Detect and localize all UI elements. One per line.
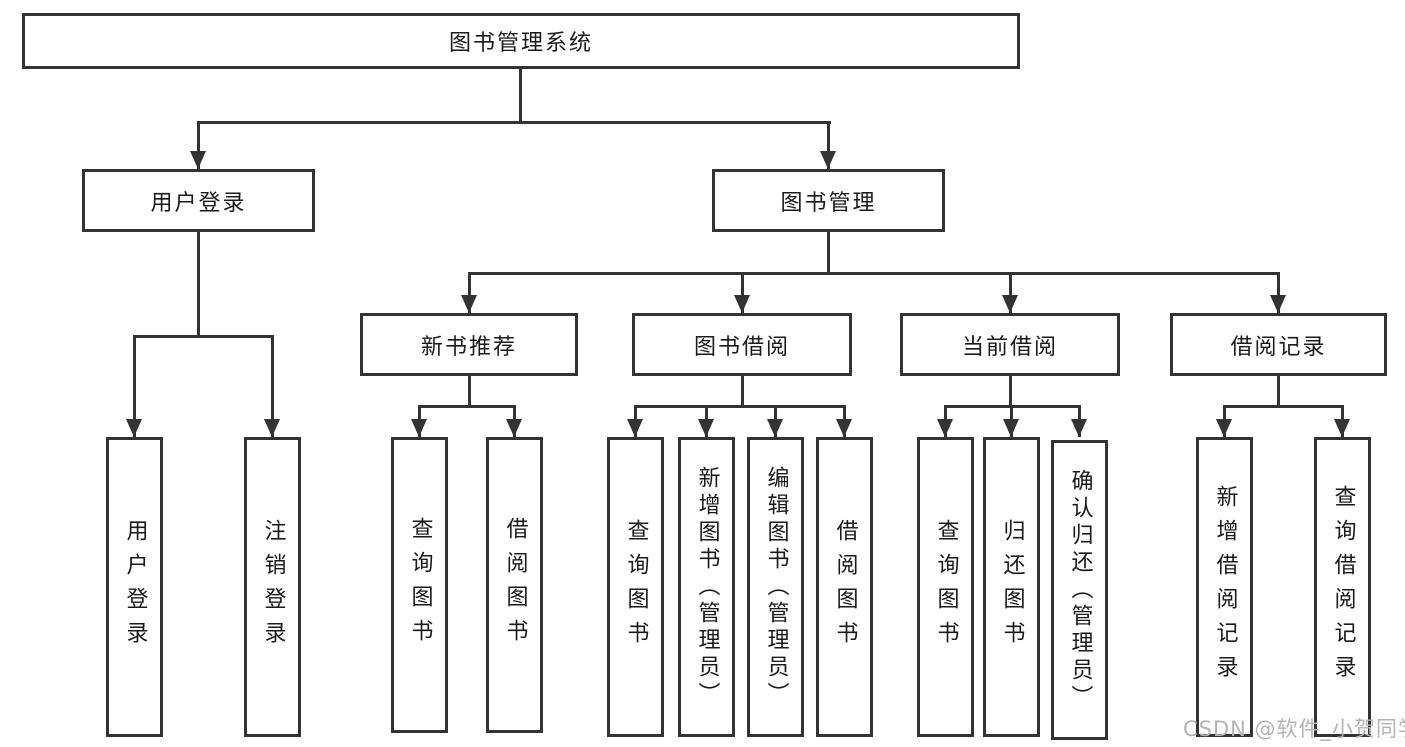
connector-book-management-stem	[827, 232, 830, 272]
connector-to-leaf-logout	[271, 335, 274, 437]
watermark: CSDN @软件_小贺同学	[1183, 717, 1405, 741]
connector-borrow-records-stem	[1277, 376, 1280, 405]
arrow-down-icon	[1002, 295, 1018, 313]
arrow-down-icon	[836, 419, 852, 437]
connector-to-borrow-records	[1277, 272, 1280, 313]
node-book-management: 图书管理	[712, 169, 945, 232]
connector-to-current-borrow	[1009, 272, 1012, 313]
connector-to-new-book-recommend	[468, 272, 471, 313]
connector-to-book-borrow	[741, 272, 744, 313]
node-br-add-record: 新增借阅记录	[1196, 437, 1253, 737]
node-nbr-query-books: 查询图书	[391, 437, 448, 733]
node-br-query-record: 查询借阅记录	[1314, 437, 1371, 737]
node-new-book-recommend: 新书推荐	[360, 313, 578, 376]
arrow-down-icon	[734, 295, 750, 313]
arrow-down-icon	[411, 419, 427, 437]
connector-to-book-management	[827, 121, 830, 169]
arrow-down-icon	[937, 419, 953, 437]
arrow-down-icon	[506, 419, 522, 437]
connector-to-leaf-user-login	[133, 335, 136, 437]
node-bb-add-books-admin: 新增图书（管理员）	[678, 437, 735, 737]
node-nbr-borrow-books: 借阅图书	[486, 437, 543, 733]
connector-book-borrow-horizontal	[634, 405, 845, 408]
node-borrow-records: 借阅记录	[1170, 313, 1387, 376]
arrow-down-icon	[461, 295, 477, 313]
arrow-down-icon	[264, 419, 280, 437]
connector-current-borrow-stem	[1009, 376, 1012, 405]
node-bb-edit-books-admin: 编辑图书（管理员）	[747, 437, 804, 737]
connector-new-book-horizontal	[418, 405, 515, 408]
node-user-login: 用户登录	[82, 169, 315, 232]
connector-to-user-login	[197, 121, 200, 169]
node-cb-confirm-return-admin: 确认归还（管理员）	[1051, 440, 1108, 740]
connector-user-login-stem	[197, 232, 200, 335]
arrow-down-icon	[1071, 419, 1087, 437]
connector-new-book-recommend-stem	[468, 376, 471, 405]
node-bb-borrow-books: 借阅图书	[816, 437, 873, 737]
node-leaf-user-login: 用户登录	[106, 437, 163, 737]
connector-level2-horizontal	[197, 121, 831, 124]
arrow-down-icon	[190, 151, 206, 169]
arrow-down-icon	[1216, 419, 1232, 437]
connector-borrow-records-horizontal	[1223, 405, 1343, 408]
node-bb-query-books: 查询图书	[607, 437, 664, 737]
node-current-borrow: 当前借阅	[900, 313, 1120, 376]
arrow-down-icon	[1334, 419, 1350, 437]
connector-root-stem	[519, 69, 522, 122]
arrow-down-icon	[1003, 419, 1019, 437]
connector-user-login-horizontal	[133, 335, 274, 338]
node-root: 图书管理系统	[22, 13, 1020, 69]
node-cb-return-books: 归还图书	[983, 437, 1040, 737]
arrow-down-icon	[698, 419, 714, 437]
node-book-borrow: 图书借阅	[632, 313, 852, 376]
arrow-down-icon	[820, 151, 836, 169]
connector-level3-horizontal	[468, 272, 1280, 275]
arrow-down-icon	[627, 419, 643, 437]
node-cb-query-books: 查询图书	[917, 437, 974, 737]
arrow-down-icon	[767, 419, 783, 437]
connector-book-borrow-stem	[741, 376, 744, 405]
node-leaf-logout: 注销登录	[244, 437, 301, 737]
arrow-down-icon	[126, 419, 142, 437]
arrow-down-icon	[1270, 295, 1286, 313]
